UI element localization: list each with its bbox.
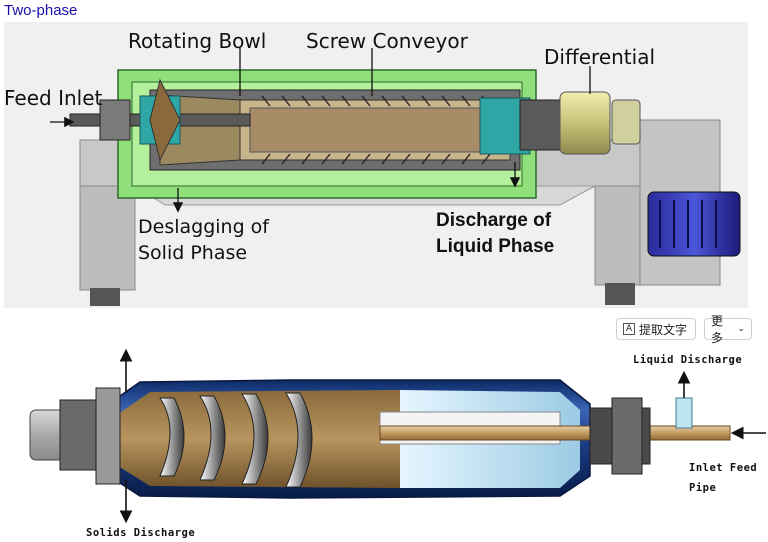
extract-text-button[interactable]: A 提取文字 [616,318,696,340]
image-caption: Two-phase [4,2,78,19]
label-screw-conveyor: Screw Conveyor [306,29,468,53]
screw-flights [261,95,491,165]
rotating-bowl [149,89,521,171]
differential-gearbox [559,91,641,155]
label-inlet-feed-line2: Pipe [689,482,717,494]
right-bearing-assembly [589,397,651,475]
more-button[interactable]: 更多 ⌄ [704,314,752,345]
text-scan-icon: A [623,323,635,335]
more-label: 更多 [711,314,724,345]
label-deslagging-line2: Solid Phase [138,242,248,264]
label-inlet-feed-line1: Inlet Feed [689,462,758,474]
label-feed-inlet: Feed Inlet [4,86,103,110]
top-arrows [50,48,591,213]
label-deslagging-line1: Deslagging of [138,216,269,238]
label-solids-discharge: Solids Discharge [86,527,196,539]
left-bearing-assembly [29,387,121,485]
feed-tube [69,78,251,162]
extract-text-label: 提取文字 [639,322,688,337]
chevron-down-icon: ⌄ [737,324,745,334]
label-rotating-bowl: Rotating Bowl [128,29,267,53]
label-liquid-discharge: Liquid Discharge [633,354,743,366]
cutaway-illustration [29,379,731,499]
label-differential: Differential [544,45,656,69]
screw-conveyor-flights [159,392,313,488]
liquid-discharge-nozzle [675,397,693,429]
label-discharge-line2: Liquid Phase [436,236,555,257]
label-discharge-line1: Discharge of [436,210,552,231]
liquid-discharge-hub [479,97,561,155]
bottom-arrows [119,348,766,524]
electric-motor [647,191,741,257]
